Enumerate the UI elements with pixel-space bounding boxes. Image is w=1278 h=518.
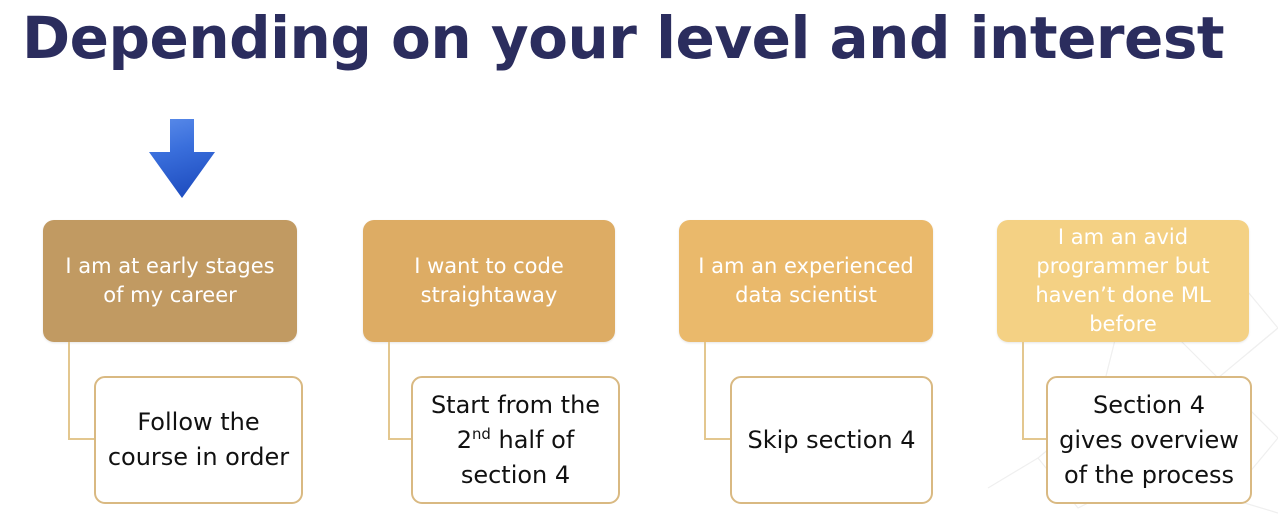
- recommendation-text-2-suffix: half of section 4: [460, 425, 575, 489]
- recommendation-label-4: Section 4 gives overview of the process: [1059, 390, 1239, 489]
- recommendation-label-1: Follow the course in order: [107, 408, 290, 471]
- recommendation-box-4[interactable]: Section 4 gives overview of the process: [1046, 376, 1252, 504]
- audience-label-1: I am at early stages of my career: [65, 254, 275, 307]
- audience-box-2[interactable]: I want to code straightaway: [363, 220, 615, 342]
- audience-box-3[interactable]: I am an experienced data scientist: [679, 220, 933, 342]
- audience-label-4: I am an avid programmer but haven’t done…: [1035, 225, 1211, 336]
- audience-label-2: I want to code straightaway: [414, 254, 564, 307]
- recommendation-box-1[interactable]: Follow the course in order: [94, 376, 303, 504]
- audience-label-3: I am an experienced data scientist: [698, 254, 914, 307]
- recommendation-box-2[interactable]: Start from the 2nd half of section 4: [411, 376, 620, 504]
- recommendation-text-2-prefix: Start from the 2: [430, 390, 601, 454]
- recommendation-label-3: Skip section 4: [747, 425, 916, 454]
- audience-box-4[interactable]: I am an avid programmer but haven’t done…: [997, 220, 1249, 342]
- recommendation-label-2: Start from the 2nd half of section 4: [423, 388, 608, 493]
- page-title: Depending on your level and interest: [22, 4, 1225, 72]
- audience-box-1[interactable]: I am at early stages of my career: [43, 220, 297, 342]
- recommendation-text-2-superscript: nd: [471, 424, 491, 443]
- recommendation-box-3[interactable]: Skip section 4: [730, 376, 933, 504]
- down-arrow-icon: [149, 119, 215, 198]
